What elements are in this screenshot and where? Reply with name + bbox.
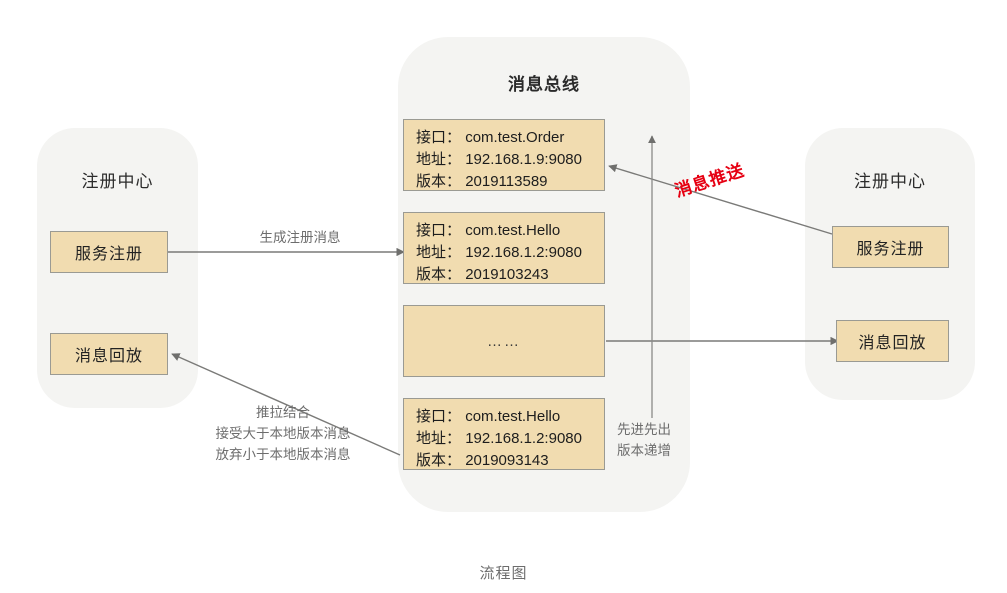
right-panel-title: 注册中心 [854, 172, 926, 191]
generate-register-message-label: 生成注册消息 [259, 230, 341, 245]
pull-push-line-1: 推拉结合 [256, 405, 310, 420]
message-card-4-interface-key: 接口： [416, 408, 462, 425]
fifo-line-2: 版本递增 [617, 442, 671, 458]
fifo-annotation: 先进先出 版本递增 [617, 420, 671, 462]
message-card-1[interactable]: 接口： com.test.Order 地址： 192.168.1.9:9080 … [403, 119, 605, 191]
message-bus-title: 消息总线 [508, 75, 580, 94]
message-card-2-interface-row: 接口： com.test.Hello [416, 220, 594, 242]
message-card-1-interface-value: com.test.Order [465, 129, 565, 146]
message-card-1-version-key: 版本： [416, 173, 462, 191]
message-card-1-version-value: 2019113589 [465, 173, 548, 191]
pull-push-line-2: 接受大于本地版本消息 [215, 425, 351, 441]
message-card-1-address-row: 地址： 192.168.1.9:9080 [416, 149, 594, 171]
message-card-2[interactable]: 接口： com.test.Hello 地址： 192.168.1.2:9080 … [403, 212, 605, 284]
message-card-2-version-row: 版本： 2019103243 [416, 264, 594, 286]
pull-push-annotation: 推拉结合 接受大于本地版本消息 放弃小于本地版本消息 [178, 403, 388, 466]
right-service-register-box[interactable]: 服务注册 [832, 226, 949, 268]
message-card-4-version-row: 版本： 2019093143 [416, 450, 594, 472]
message-card-2-interface-value: com.test.Hello [465, 222, 561, 239]
message-card-4-version-value: 2019093143 [465, 452, 549, 470]
message-card-ellipsis[interactable]: …… [403, 305, 605, 377]
message-card-4[interactable]: 接口： com.test.Hello 地址： 192.168.1.2:9080 … [403, 398, 605, 470]
message-card-2-address-key: 地址： [416, 244, 462, 262]
right-message-replay-box[interactable]: 消息回放 [836, 320, 949, 362]
message-card-1-address-key: 地址： [416, 151, 462, 169]
message-card-2-address-row: 地址： 192.168.1.2:9080 [416, 242, 594, 264]
message-card-2-version-value: 2019103243 [465, 266, 549, 284]
message-card-4-address-key: 地址： [416, 430, 462, 448]
message-card-1-interface-key: 接口： [416, 129, 462, 146]
message-card-1-interface-row: 接口： com.test.Order [416, 127, 594, 149]
message-card-2-version-key: 版本： [416, 266, 462, 284]
message-card-4-interface-row: 接口： com.test.Hello [416, 406, 594, 428]
message-card-4-address-value: 192.168.1.2:9080 [465, 430, 582, 448]
pull-push-line-3: 放弃小于本地版本消息 [215, 446, 351, 462]
message-card-2-address-value: 192.168.1.2:9080 [465, 244, 582, 262]
message-card-1-address-value: 192.168.1.9:9080 [465, 151, 582, 169]
left-service-register-box[interactable]: 服务注册 [50, 231, 168, 273]
left-panel-title: 注册中心 [81, 172, 154, 191]
message-card-1-version-row: 版本： 2019113589 [416, 171, 594, 193]
message-card-4-interface-value: com.test.Hello [465, 408, 561, 425]
message-card-4-version-key: 版本： [416, 452, 462, 470]
fifo-line-1: 先进先出 [617, 422, 671, 437]
diagram-caption: 流程图 [479, 565, 528, 582]
left-message-replay-box[interactable]: 消息回放 [50, 333, 168, 375]
message-card-4-address-row: 地址： 192.168.1.2:9080 [416, 428, 594, 450]
message-card-2-interface-key: 接口： [416, 222, 462, 239]
